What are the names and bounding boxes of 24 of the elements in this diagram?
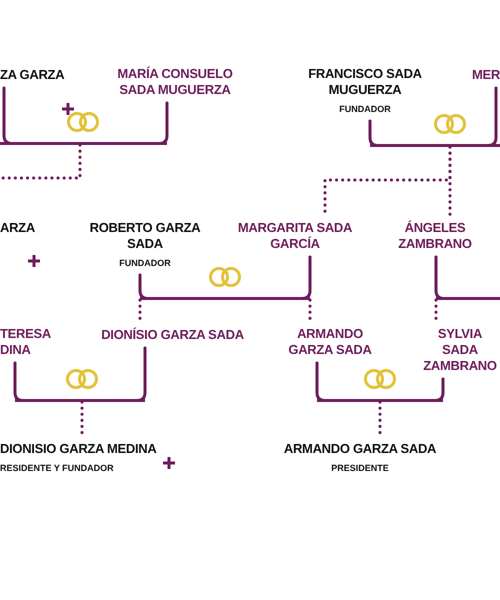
marriage-bracket [140, 266, 310, 300]
marriage-bracket [370, 113, 500, 146]
person-name: DIONÍSIO GARZA SADA [101, 327, 244, 343]
person-name: ARMANDO GARZA SADA [287, 326, 373, 358]
person-name: ROBERTO GARZA SADA [88, 220, 202, 252]
person-name: MER [472, 67, 500, 83]
person-name: MARGARITA SADA GARCÍA [236, 220, 354, 252]
role-text: FUNDADOR [119, 257, 171, 269]
marriage-bracket [0, 111, 167, 144]
person-name: TERESA DINA [0, 326, 50, 358]
role-text: FUNDADOR [339, 103, 391, 115]
person-name: ÁNGELES ZAMBRANO [397, 220, 473, 252]
person-name: DIONISIO GARZA MEDINA [0, 441, 156, 457]
person-name: MARÍA CONSUELO SADA MUGUERZA [116, 66, 234, 98]
person-name: ZA GARZA [0, 67, 64, 83]
person-name: ARZA [0, 220, 35, 236]
descent-line [448, 146, 452, 218]
role-text: RESIDENTE Y FUNDADOR [0, 462, 114, 474]
person-name: ARMANDO GARZA SADA [284, 441, 436, 457]
person-name: SYLVIA SADA ZAMBRANO [422, 326, 498, 374]
descent-line [0, 144, 82, 180]
person-name: FRANCISCO SADA MUGUERZA [307, 66, 423, 98]
role-text: PRESIDENTE [331, 462, 389, 474]
marriage-bracket [15, 368, 145, 402]
